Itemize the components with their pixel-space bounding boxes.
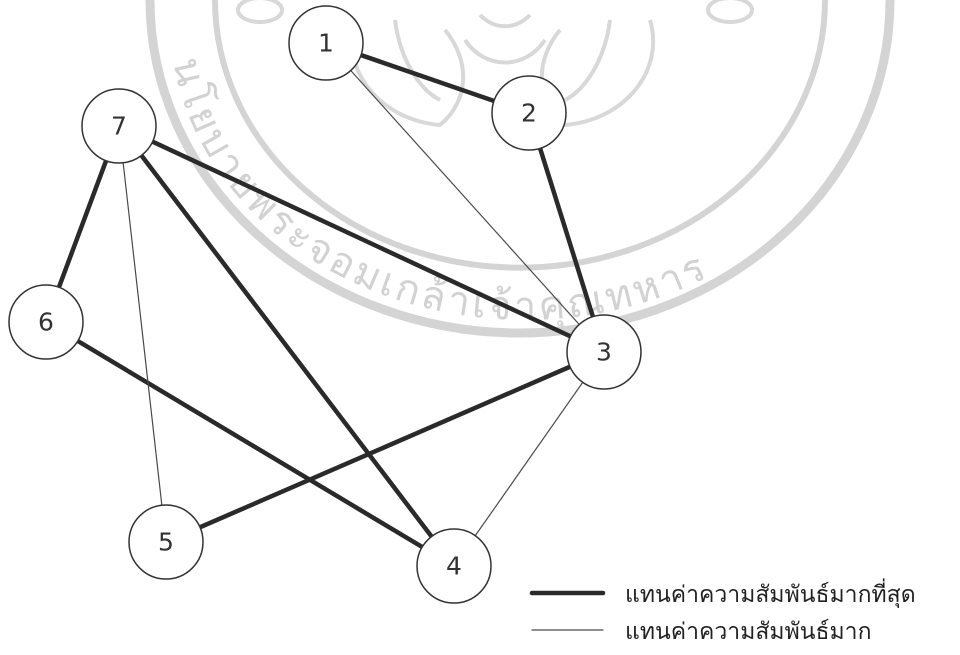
legend-strongest-label: แทนค่าความสัมพันธ์มากที่สุด (625, 578, 916, 608)
edge-5-3 (163, 349, 607, 545)
legend-strong-label: แทนค่าความสัมพันธ์มาก (625, 618, 872, 645)
node-5-circle (128, 504, 204, 580)
node-7-label: 7 (111, 112, 127, 141)
seal-inner-ring (212, 0, 828, 271)
node-layer: 1 2 3 4 5 6 7 (8, 5, 642, 604)
node-3-label: 3 (596, 338, 612, 367)
edge-1-3 (325, 42, 605, 353)
node-5-label: 5 (158, 528, 174, 557)
node-5: 5 (128, 504, 204, 580)
node-3: 3 (566, 314, 642, 390)
node-7: 7 (81, 88, 157, 164)
node-6: 6 (8, 284, 84, 360)
node-6-label: 6 (38, 308, 54, 337)
node-1-label: 1 (318, 29, 334, 58)
edge-7-3 (116, 123, 607, 355)
edge-3-4 (453, 351, 605, 567)
node-2-label: 2 (521, 99, 537, 128)
university-seal-watermark: นโยบายพระจอมเกล้าเจ้าคุณทหาร (145, 0, 895, 338)
node-2: 2 (491, 75, 567, 151)
node-3-circle (566, 314, 642, 390)
node-1: 1 (288, 5, 364, 81)
node-6-circle (8, 284, 84, 360)
edge-6-4 (43, 319, 457, 569)
node-2-circle (491, 75, 567, 151)
node-4-circle (416, 528, 492, 604)
edge-2-3 (526, 110, 607, 355)
node-7-circle (81, 88, 157, 164)
node-4-label: 4 (446, 552, 462, 581)
legend: แทนค่าความสัมพันธ์มากที่สุด แทนค่าความสั… (529, 578, 916, 645)
node-4: 4 (416, 528, 492, 604)
node-1-circle (288, 5, 364, 81)
edge-7-5 (118, 125, 167, 543)
edge-7-4 (116, 123, 457, 569)
seal-outer-ring (145, 0, 895, 338)
